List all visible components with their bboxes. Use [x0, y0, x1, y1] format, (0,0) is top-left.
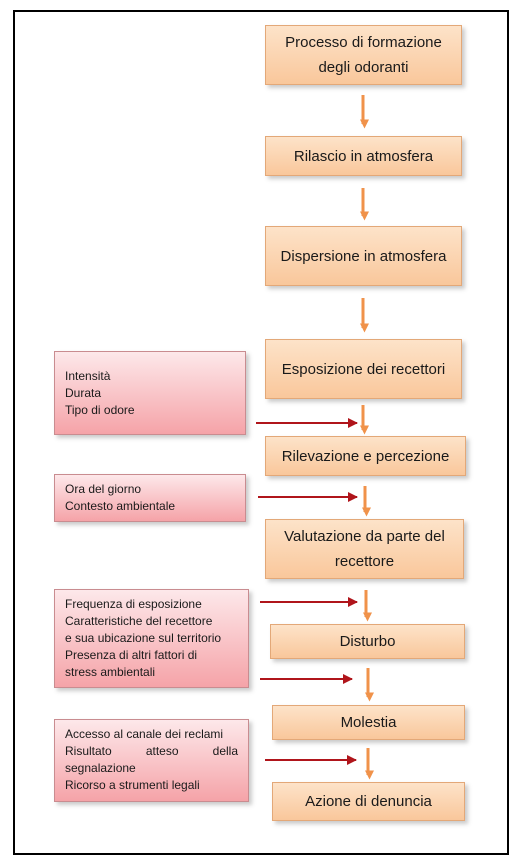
factor-line: Presenza di altri fattori di: [65, 648, 198, 662]
factor-box-contesto: Ora del giorno Contesto ambientale: [54, 474, 246, 522]
step-processo-formazione: Processo di formazione degli odoranti: [265, 25, 462, 85]
factor-line: Ora del giorno: [65, 482, 142, 496]
step-label: Azione di denuncia: [305, 793, 432, 810]
factor-line: Durata: [65, 386, 102, 400]
step-label: Molestia: [340, 714, 397, 731]
step-label: Valutazione da parte del recettore: [284, 528, 445, 570]
factor-line: e sua ubicazione sul territorio: [65, 631, 222, 645]
factor-line: Tipo di odore: [65, 403, 135, 417]
factor-line: Risultato atteso della: [65, 744, 238, 758]
step-valutazione-recettore: Valutazione da parte del recettore: [265, 519, 464, 579]
factor-line: segnalazione: [65, 761, 136, 775]
step-label: Rilascio in atmosfera: [293, 147, 434, 165]
step-label: Disturbo: [339, 633, 396, 650]
step-label: Esposizione dei recettori: [281, 360, 446, 378]
factor-box-percezione: Intensità Durata Tipo di odore: [54, 351, 246, 435]
step-dispersione-atmosfera: Dispersione in atmosfera: [265, 226, 462, 286]
factor-box-disturbo: Frequenza di esposizione Caratteristiche…: [54, 589, 249, 688]
step-rilevazione-percezione: Rilevazione e percezione: [265, 436, 466, 476]
factor-box-denuncia: Accesso al canale dei reclami Risultato …: [54, 719, 249, 802]
factor-line: Ricorso a strumenti legali: [65, 778, 200, 792]
step-label: Processo di formazione degli odoranti: [285, 34, 442, 76]
factor-line: Accesso al canale dei reclami: [65, 727, 224, 741]
step-label: Rilevazione e percezione: [281, 447, 450, 465]
step-molestia: Molestia: [272, 705, 465, 740]
factor-line: Contesto ambientale: [65, 499, 176, 513]
diagram-frame: [13, 10, 509, 855]
factor-line: Frequenza di esposizione: [65, 597, 202, 611]
factor-line: Intensità: [65, 369, 111, 383]
factor-line: stress ambientali: [65, 665, 156, 679]
factor-line: Caratteristiche del recettore: [65, 614, 213, 628]
step-disturbo: Disturbo: [270, 624, 465, 659]
step-label: Dispersione in atmosfera: [280, 247, 447, 265]
step-esposizione-recettori: Esposizione dei recettori: [265, 339, 462, 399]
step-rilascio-atmosfera: Rilascio in atmosfera: [265, 136, 462, 176]
step-azione-denuncia: Azione di denuncia: [272, 782, 465, 821]
